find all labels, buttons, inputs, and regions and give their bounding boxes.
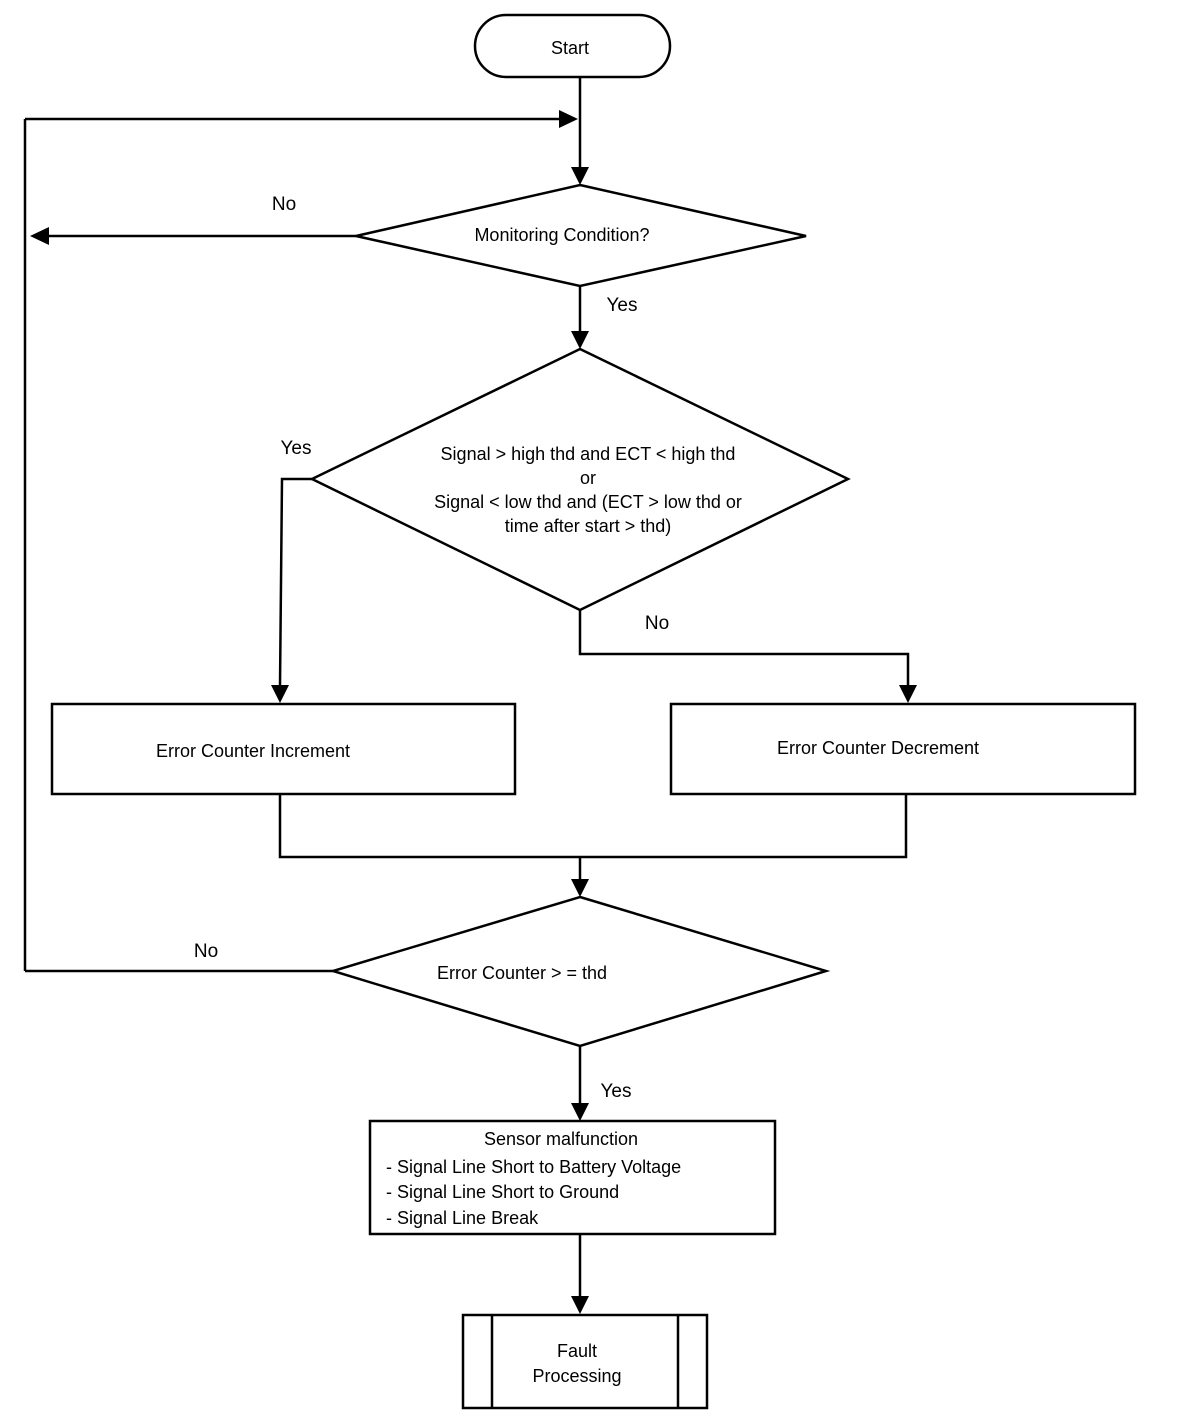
malfunction-item-3: - Signal Line Break — [386, 1208, 539, 1228]
malfunction-item-1: - Signal Line Short to Battery Voltage — [386, 1157, 681, 1177]
signal-condition-line-1: Signal > high thd and ECT < high thd — [441, 444, 736, 464]
arrowhead-counter — [571, 879, 589, 897]
arrowhead-monitoring — [571, 167, 589, 185]
arrowhead-decrement — [899, 685, 917, 703]
edge-label-monitoring-yes: Yes — [607, 295, 638, 316]
connector-merge — [278, 794, 908, 859]
start-label: Start — [551, 38, 589, 58]
counter-label: Error Counter > = thd — [437, 963, 607, 983]
signal-condition-line-4: time after start > thd) — [505, 516, 672, 536]
fault-label-line-2: Processing — [532, 1366, 621, 1386]
malfunction-item-2: - Signal Line Short to Ground — [386, 1182, 619, 1202]
increment-process — [50, 702, 517, 796]
monitoring-label: Monitoring Condition? — [474, 225, 649, 245]
fault-predefined-process — [461, 1313, 709, 1410]
start-terminal — [473, 13, 672, 79]
malfunction-title: Sensor malfunction — [484, 1129, 638, 1149]
signal-condition-line-3: Signal < low thd and (ECT > low thd or — [434, 492, 742, 512]
edge-label-monitoring-no: No — [272, 194, 296, 215]
edge-label-signal-no: No — [645, 613, 669, 634]
arrowhead-increment — [271, 685, 289, 703]
edge-label-counter-yes: Yes — [601, 1081, 632, 1102]
malfunction-process — [368, 1119, 777, 1236]
arrowhead-signal — [571, 331, 589, 349]
edge-label-counter-no: No — [194, 941, 218, 962]
fault-label-line-1: Fault — [557, 1341, 597, 1361]
connector-signal-no — [578, 610, 910, 686]
arrowhead-malfunction — [571, 1103, 589, 1121]
arrowhead-monitoring-no — [30, 227, 49, 245]
decrement-label: Error Counter Decrement — [777, 738, 979, 758]
connector-signal-yes — [278, 477, 312, 687]
edge-label-signal-yes: Yes — [281, 438, 312, 459]
increment-label: Error Counter Increment — [156, 741, 350, 761]
arrowhead-loop-return — [559, 110, 578, 128]
decrement-process — [669, 702, 1137, 796]
signal-condition-line-2: or — [580, 468, 596, 488]
arrowhead-fault — [571, 1296, 589, 1314]
